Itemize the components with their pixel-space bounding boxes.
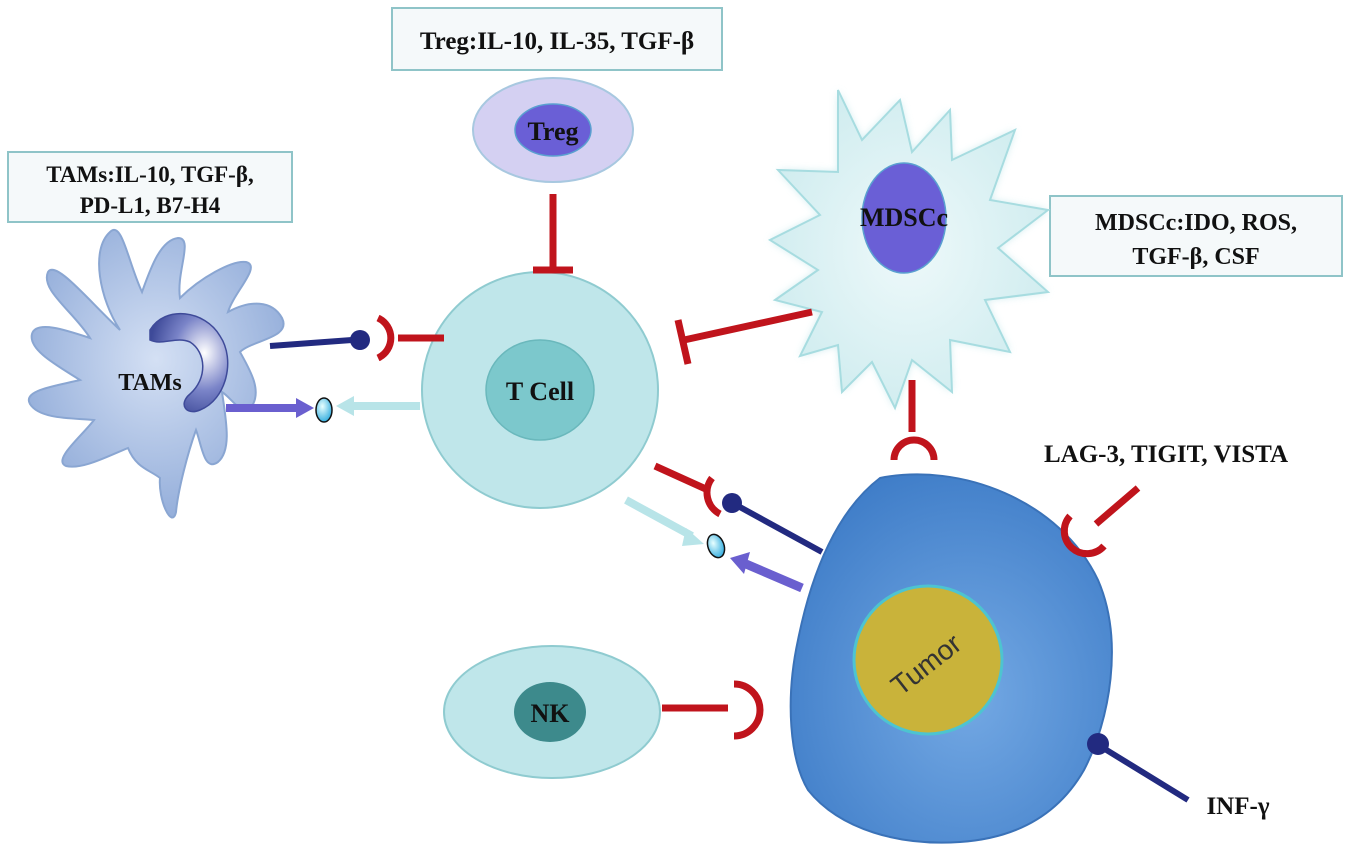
mdsc-cell: MDSCc (767, 89, 1051, 411)
tcell-receptor-to-tumor (653, 462, 722, 518)
checkpoints-label: LAG-3, TIGIT, VISTA (1044, 441, 1288, 468)
tams-receptor-on-tcell (376, 314, 444, 362)
tams-box-line2: PD-L1, B7-H4 (80, 193, 221, 218)
nk-cell: NK (443, 645, 661, 779)
ifn-ligand (1087, 733, 1190, 803)
checkpoint-receptor (1060, 485, 1141, 558)
tcell-to-tams-arrow (336, 396, 420, 416)
tcell-to-tumor-arrow (624, 496, 704, 546)
mdsc-inhibits-tumor (890, 380, 938, 461)
treg-box-text: Treg:IL-10, IL-35, TGF-β (420, 28, 694, 55)
tams-cytokine-box: TAMs:IL-10, TGF-β, PD-L1, B7-H4 (7, 151, 293, 223)
tams-box-line1: TAMs:IL-10, TGF-β, (46, 162, 253, 187)
mdsc-box-line2: TGF-β, CSF (1132, 244, 1259, 270)
cytokine-bead-right (706, 533, 726, 559)
treg-label: Treg (527, 117, 578, 146)
mdsc-label: MDSCc (860, 203, 948, 232)
nk-inhibited-by-tumor (662, 680, 764, 740)
tumor-secretion-arrow (730, 552, 804, 593)
t-cell: T Cell (421, 271, 659, 509)
tams-secretion-arrow (226, 398, 314, 418)
tumor-cell: Tumor (789, 473, 1113, 844)
mdsc-cytokine-box: MDSCc:IDO, ROS, TGF-β, CSF (1049, 195, 1343, 277)
tams-cell: TAMs (27, 228, 285, 519)
tams-ligand (269, 330, 370, 350)
treg-cell: Treg (472, 77, 634, 183)
treg-inhibits-tcell (533, 194, 573, 274)
nk-label: NK (531, 699, 571, 728)
mdsc-inhibits-tcell (674, 308, 813, 365)
cytokine-bead-left (315, 397, 333, 423)
ifn-label: INF-γ (1206, 793, 1269, 820)
mdsc-box-line1: MDSCc:IDO, ROS, (1095, 210, 1297, 236)
tumor-ligand-to-tcell (722, 493, 824, 555)
tcell-label: T Cell (506, 377, 574, 406)
tams-label: TAMs (118, 370, 182, 396)
treg-cytokine-box: Treg:IL-10, IL-35, TGF-β (391, 7, 723, 71)
